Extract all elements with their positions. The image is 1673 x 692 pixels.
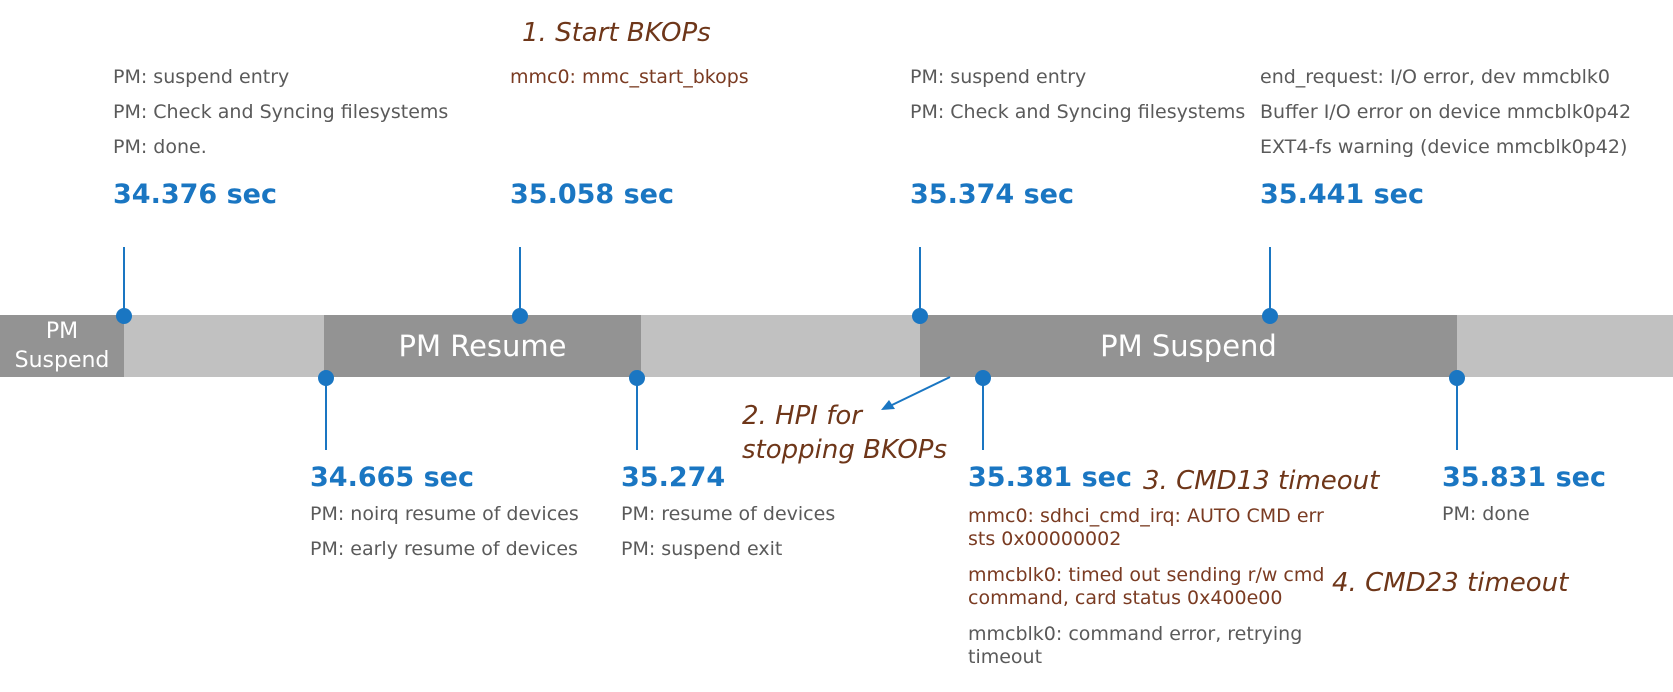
event-time: 35.831 sec xyxy=(1442,462,1606,493)
event-time: 34.376 sec xyxy=(113,179,277,210)
marker-35381 xyxy=(975,370,991,386)
log-line: PM: done. xyxy=(113,136,207,158)
log-line: mmc0: sdhci_cmd_irq: AUTO CMD err sts 0x… xyxy=(968,505,1324,550)
event-35374: PM: suspend entry PM: Check and Syncing … xyxy=(910,60,1245,210)
event-time: 35.374 sec xyxy=(910,179,1074,210)
hpi-arrow xyxy=(881,376,951,410)
event-time: 35.381 sec xyxy=(968,462,1132,493)
log-line: end_request: I/O error, dev mmcblk0 xyxy=(1260,66,1610,88)
marker-35831 xyxy=(1449,370,1465,386)
log-line: PM: early resume of devices xyxy=(310,538,578,560)
note-start-bkops: 1. Start BKOPs xyxy=(522,18,711,48)
event-35274: 35.274 PM: resume of devices PM: suspend… xyxy=(621,462,835,567)
event-35441: end_request: I/O error, dev mmcblk0 Buff… xyxy=(1260,60,1631,210)
log-line: mmc0: mmc_start_bkops xyxy=(510,66,749,88)
log-line: PM: noirq resume of devices xyxy=(310,503,579,525)
log-line: PM: Check and Syncing filesystems xyxy=(910,101,1246,123)
event-34376: PM: suspend entry PM: Check and Syncing … xyxy=(113,60,448,210)
log-line: PM: suspend entry xyxy=(910,66,1087,88)
event-time: 35.274 xyxy=(621,462,726,493)
event-35831: 35.831 sec PM: done xyxy=(1442,462,1606,532)
marker-35441 xyxy=(1262,308,1278,324)
log-line: PM: resume of devices xyxy=(621,503,836,525)
note-hpi-stopping-bkops: 2. HPI for stopping BKOPs xyxy=(742,401,948,465)
marker-35274 xyxy=(629,370,645,386)
marker-34665 xyxy=(318,370,334,386)
marker-34376 xyxy=(116,308,132,324)
phase-pm-suspend-initial: PM Suspend xyxy=(0,315,124,377)
log-line: PM: suspend entry xyxy=(113,66,290,88)
log-line: Buffer I/O error on device mmcblk0p42 xyxy=(1260,101,1632,123)
log-line: PM: suspend exit xyxy=(621,538,783,560)
log-line: EXT4-fs warning (device mmcblk0p42) xyxy=(1260,136,1628,158)
event-35381: 35.381 sec mmc0: sdhci_cmd_irq: AUTO CMD… xyxy=(968,462,1328,682)
log-line: mmcblk0: command error, retrying timeout xyxy=(968,623,1303,668)
log-line: PM: Check and Syncing filesystems xyxy=(113,101,449,123)
event-time: 34.665 sec xyxy=(310,462,474,493)
marker-35058 xyxy=(512,308,528,324)
log-line: mmcblk0: timed out sending r/w cmd comma… xyxy=(968,564,1325,609)
event-time: 35.441 sec xyxy=(1260,179,1424,210)
marker-35374 xyxy=(912,308,928,324)
event-time: 35.058 sec xyxy=(510,179,674,210)
event-35058: mmc0: mmc_start_bkops 35.058 sec xyxy=(510,60,749,210)
event-34665: 34.665 sec PM: noirq resume of devices P… xyxy=(310,462,579,567)
note-cmd23-timeout: 4. CMD23 timeout xyxy=(1332,568,1569,598)
note-cmd13-timeout: 3. CMD13 timeout xyxy=(1143,466,1380,496)
log-line: PM: done xyxy=(1442,503,1530,525)
phase-pm-suspend: PM Suspend xyxy=(920,315,1457,377)
phase-pm-resume: PM Resume xyxy=(324,315,641,377)
